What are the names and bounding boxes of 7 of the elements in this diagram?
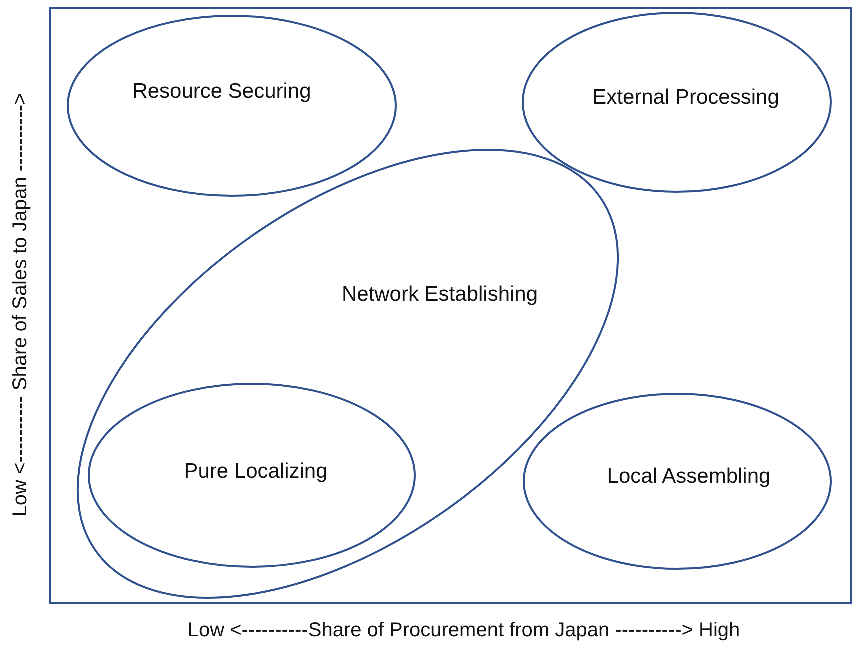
x-axis-label: Low <----------Share of Procurement from Japan ----------> High	[188, 620, 740, 642]
region-label: Pure Localizing	[184, 460, 328, 484]
y-axis-label: Low <---------- Share of Sales to Japan ---------->	[10, 93, 32, 517]
region-label: Local Assembling	[607, 465, 771, 489]
region-label: External Processing	[592, 86, 780, 110]
region-label: Resource Securing	[132, 80, 312, 104]
region-label: Network Establishing	[342, 283, 538, 307]
